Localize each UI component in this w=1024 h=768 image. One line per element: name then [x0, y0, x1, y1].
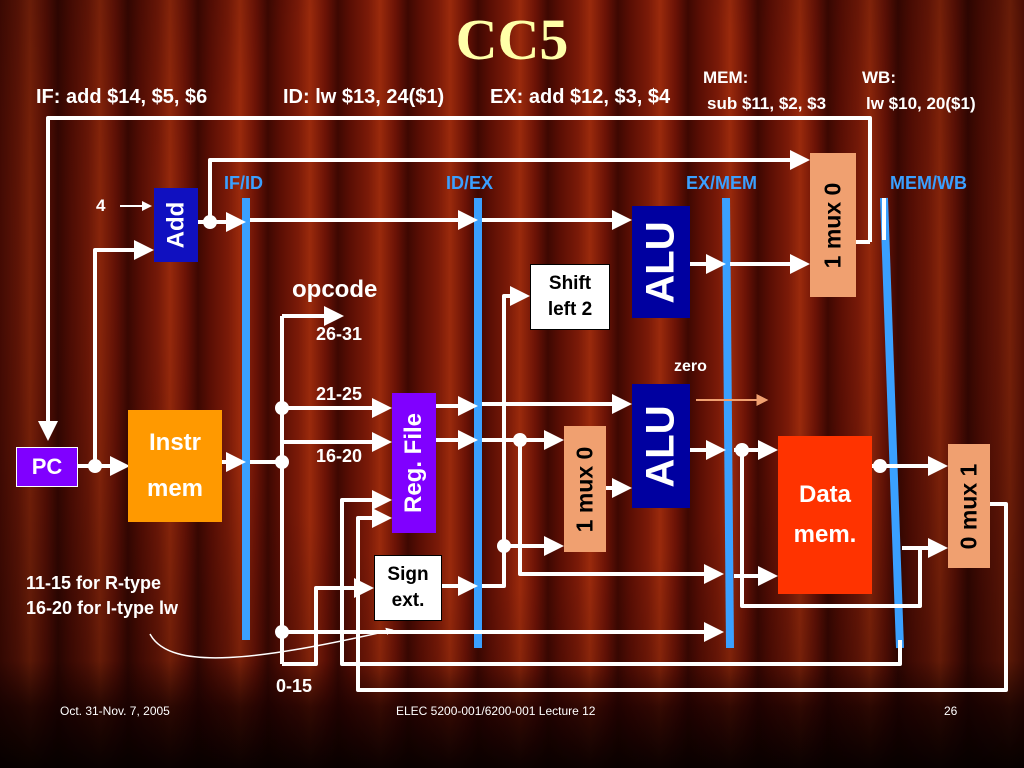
sign-label-2: ext. [391, 590, 425, 611]
stage-if-label: IF: add $14, $5, $6 [36, 86, 208, 108]
junction-dot [275, 401, 289, 415]
footer-course: ELEC 5200-001/6200-001 Lecture 12 [396, 704, 596, 718]
alu-bottom-label: ALU [638, 404, 683, 488]
wire-read2-to-exmem [482, 438, 724, 584]
pc-label: PC [31, 454, 63, 479]
register-bar-mem-wb [880, 197, 904, 649]
junction-dot [203, 215, 217, 229]
data-memory-block: Data mem. [778, 436, 872, 594]
footer-date: Oct. 31-Nov. 7, 2005 [60, 704, 170, 718]
writeback-mux-label: 0 mux 1 [955, 463, 982, 549]
stage-mem-instr: sub $11, $2, $3 [707, 94, 827, 113]
alu-top-block: ALU [632, 206, 690, 318]
branch-mux-label: 1 mux 0 [819, 182, 846, 268]
wire-imm-to-shift [482, 286, 530, 588]
alu-src-mux-label: 1 mux 0 [571, 446, 598, 532]
add-block: Add [154, 188, 198, 262]
sign-label-1: Sign [387, 564, 429, 585]
branch-mux: 1 mux 0 [810, 153, 856, 297]
junction-dot [873, 459, 887, 473]
junction-dot [275, 455, 289, 469]
wire-writeback-reg [340, 490, 902, 666]
junction-dot [735, 443, 749, 457]
sign-extend-block: Sign ext. [374, 555, 442, 621]
alu-bottom-block: ALU [632, 384, 690, 508]
register-label-id-ex: ID/EX [446, 173, 494, 193]
data-mem-label-2: mem. [793, 521, 857, 548]
note-arrow [149, 627, 394, 659]
writeback-mux: 0 mux 1 [948, 444, 990, 568]
stage-mem-label: MEM: [703, 68, 749, 87]
bits-0-15-label: 0-15 [276, 676, 313, 696]
opcode-label: opcode [292, 276, 378, 303]
instr-mem-label-2: mem [146, 475, 204, 502]
shift-label-2: left 2 [547, 299, 593, 320]
alu-top-label: ALU [638, 220, 683, 304]
register-file-block: Reg. File [392, 393, 436, 533]
junction-dot [275, 625, 289, 639]
constant-four-label: 4 [96, 196, 106, 215]
alu-src-mux: 1 mux 0 [564, 426, 606, 552]
wire-pc4-to-mux [208, 150, 810, 222]
junction-dot [88, 459, 102, 473]
zero-flag-label: zero [674, 358, 707, 375]
data-mem-label-1: Data [798, 481, 852, 508]
pc-block: PC [16, 447, 78, 487]
wire-branch-to-pc [38, 116, 872, 441]
register-label-mem-wb: MEM/WB [890, 173, 967, 193]
slide-title: CC5 [455, 7, 569, 72]
stage-id-label: ID: lw $13, 24($1) [283, 86, 445, 108]
instruction-memory-block: Instr mem [128, 410, 222, 522]
reg-file-label: Reg. File [400, 412, 427, 514]
footer-page-number: 26 [944, 704, 958, 718]
note-line-1: 11-15 for R-type [26, 573, 162, 593]
bits-16-20-label: 16-20 [316, 446, 363, 466]
shift-label-1: Shift [548, 273, 592, 294]
stage-wb-instr: lw $10, 20($1) [866, 94, 976, 113]
stage-wb-label: WB: [862, 68, 896, 87]
wire-pc-to-add [93, 240, 154, 466]
bits-21-25-label: 21-25 [316, 384, 363, 404]
register-bar-ex-mem [722, 197, 734, 649]
stage-ex-label: EX: add $12, $3, $4 [490, 86, 671, 108]
wire-writeback-data [356, 502, 1008, 692]
add-label: Add [162, 201, 189, 249]
junction-dot [513, 433, 527, 447]
register-label-ex-mem: EX/MEM [686, 173, 758, 193]
shift-left-block: Shift left 2 [530, 264, 610, 330]
register-label-if-id: IF/ID [224, 173, 263, 193]
note-line-2: 16-20 for I-type lw [26, 598, 179, 618]
instr-mem-label-1: Instr [148, 429, 201, 456]
bits-26-31-label: 26-31 [316, 324, 363, 344]
junction-dot [497, 539, 511, 553]
